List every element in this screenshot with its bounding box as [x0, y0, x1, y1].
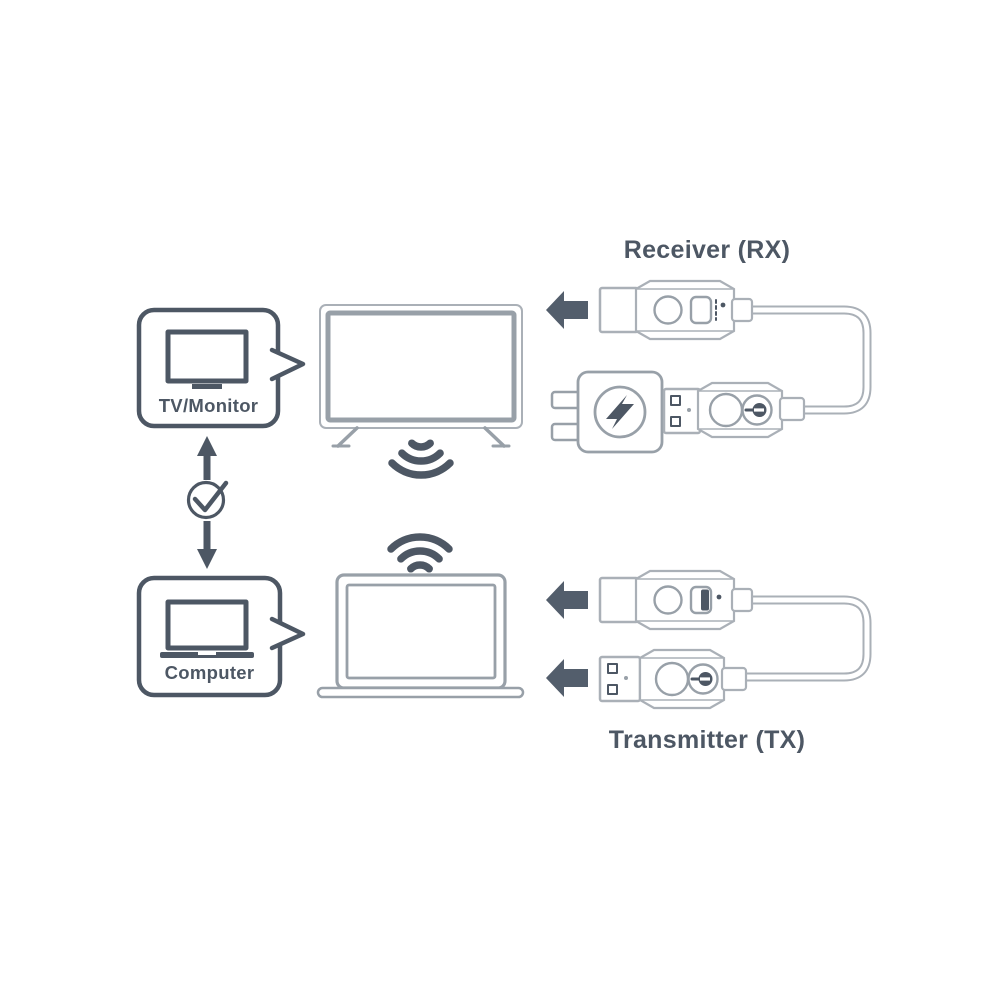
cable-socket: [720, 666, 748, 692]
arrow-up-icon: [197, 436, 217, 480]
lightning-bolt-icon: [606, 395, 634, 429]
dc-power-icon: [741, 394, 773, 426]
receiver-label: Receiver (RX): [623, 236, 791, 264]
check-icon: [186, 480, 229, 520]
button-icon: [708, 392, 744, 428]
wifi-up-icon: [387, 533, 453, 573]
tv-monitor-bubble: [136, 307, 306, 429]
tv-illustration: [319, 304, 523, 448]
tx-cable: [742, 595, 872, 682]
usb-plug-icon: [662, 387, 702, 435]
hdmi-port-icon: [689, 585, 722, 615]
laptop-icon: [160, 599, 254, 658]
usb-plug-icon: [598, 655, 642, 703]
transmitter-section: [546, 569, 872, 710]
tv-monitor-label: TV/Monitor: [158, 395, 259, 416]
monitor-icon: [165, 329, 249, 389]
button-icon: [653, 585, 683, 615]
rx-hdmi-dongle: [598, 279, 754, 341]
button-icon: [654, 661, 690, 697]
rx-usb-dongle: [662, 381, 806, 439]
cable-socket: [730, 297, 754, 323]
cable-socket: [778, 396, 806, 422]
laptop-illustration: [316, 573, 525, 699]
tv-legs: [331, 426, 511, 448]
receiver-section: [546, 279, 872, 454]
left-arrow-icon: [546, 291, 588, 329]
computer-bubble: [136, 575, 306, 698]
bubble-tail: [269, 616, 306, 651]
tx-hdmi-dongle: [598, 569, 754, 631]
button-icon: [653, 295, 683, 325]
power-adapter-icon: [550, 370, 664, 454]
dc-power-icon: [687, 663, 719, 695]
tx-usb-dongle: [598, 648, 748, 710]
wifi-down-icon: [388, 439, 454, 479]
transmitter-label: Transmitter (TX): [608, 726, 806, 754]
cable-socket: [730, 587, 754, 613]
bubble-tail: [269, 347, 306, 382]
hdmi-plug: [598, 286, 640, 334]
arrow-down-icon: [197, 521, 217, 569]
rx-cable: [750, 305, 872, 415]
computer-label: Computer: [164, 662, 255, 683]
hdmi-plug: [598, 576, 640, 624]
sync-indicator: [186, 436, 229, 569]
left-arrow-icon: [546, 659, 588, 697]
left-arrow-icon: [546, 581, 588, 619]
hdmi-port-icon: [689, 295, 726, 325]
